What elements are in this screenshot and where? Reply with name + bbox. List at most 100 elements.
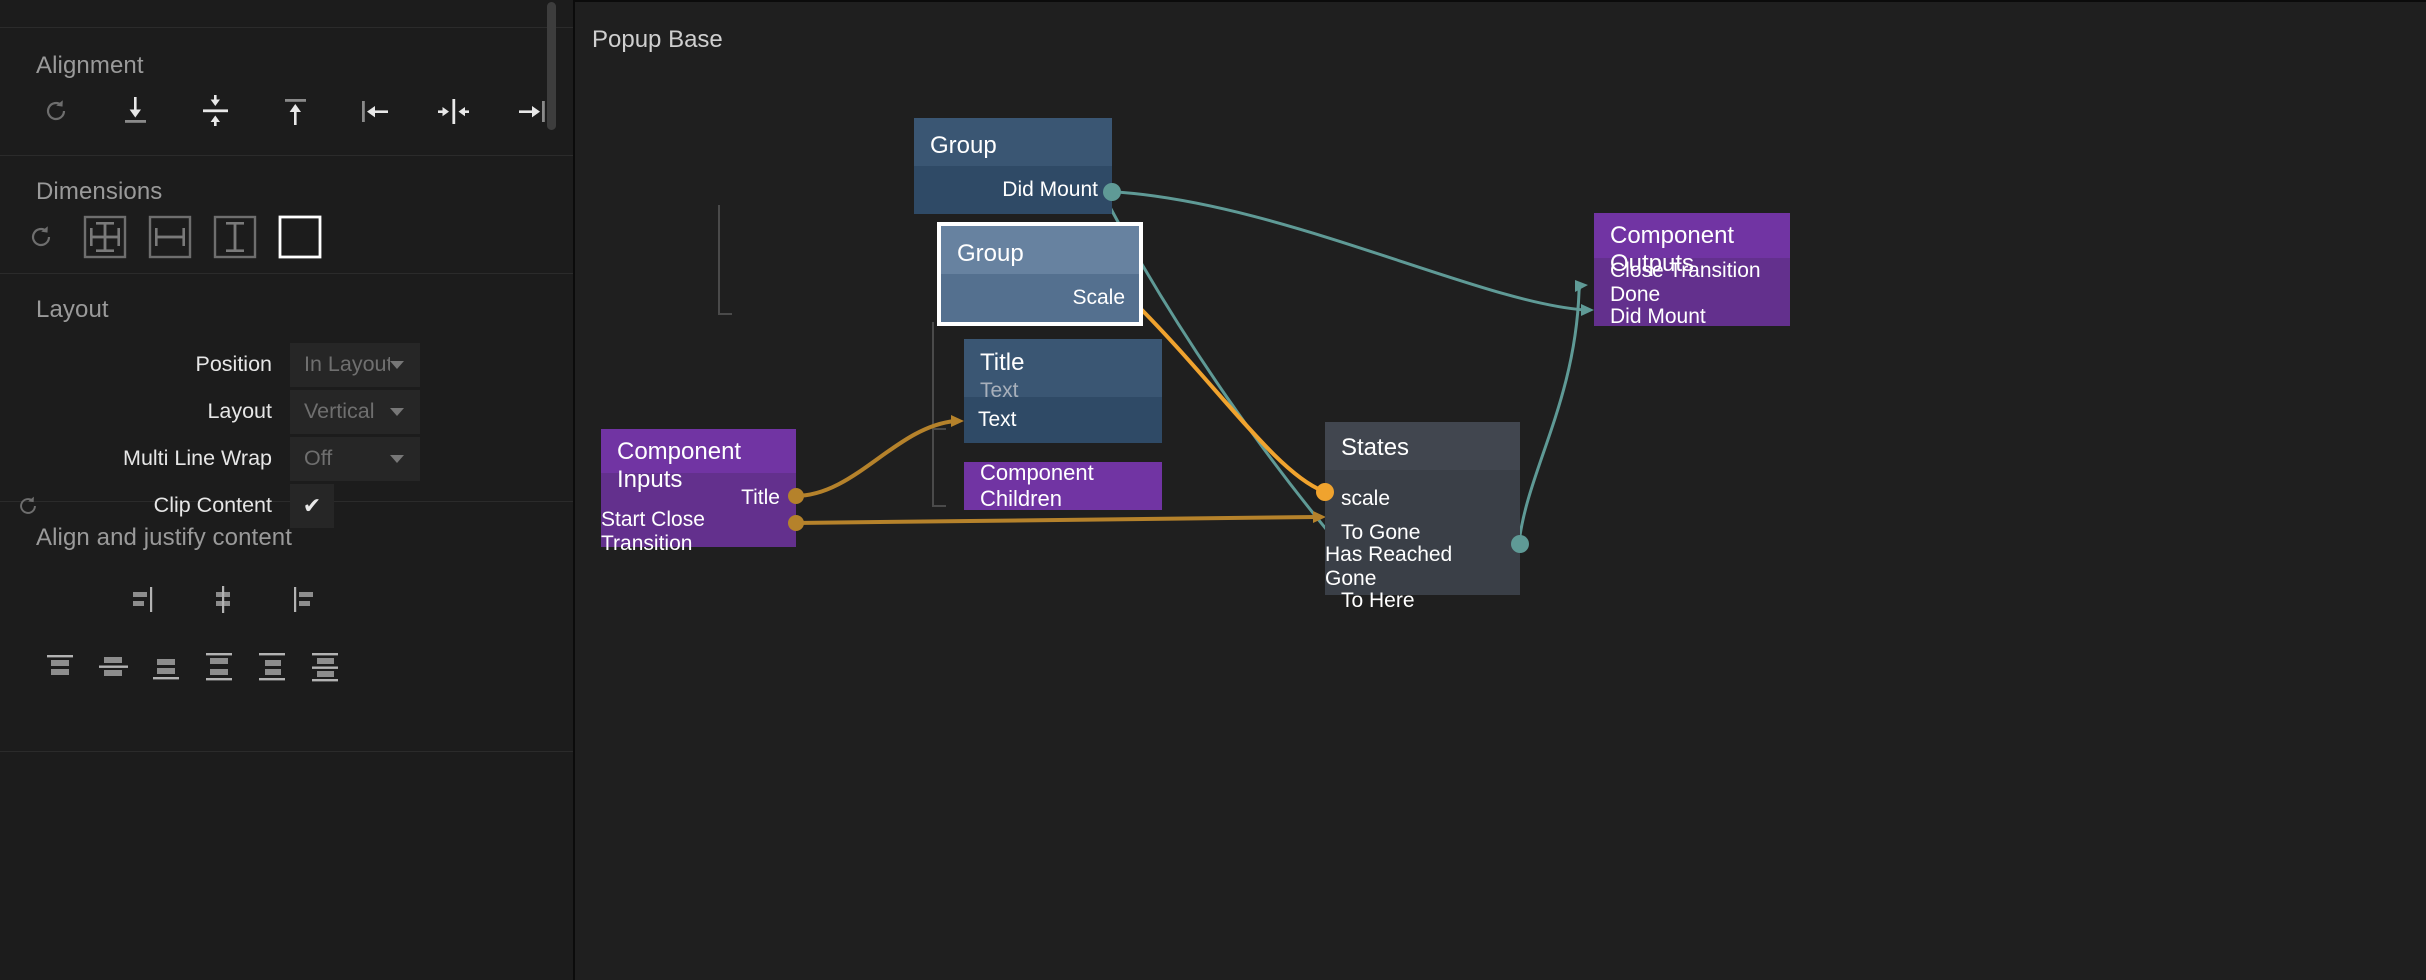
node-title-text-header: Title Text	[964, 339, 1162, 402]
node-title-text-subtitle: Text	[980, 379, 1019, 402]
port-dot-did-mount[interactable]	[1103, 183, 1121, 201]
port-label-to-here: To Here	[1341, 589, 1415, 612]
field-layout: Layout Vertical	[0, 389, 573, 434]
node-states-header: States	[1325, 422, 1520, 470]
port-dot-states-scale[interactable]	[1316, 483, 1334, 501]
port-label-close-transition-done: Close Transition Done	[1610, 259, 1761, 306]
justify-space-between-icon[interactable]	[193, 640, 246, 694]
field-clip-content: Clip Content ✔	[0, 483, 573, 528]
justify-center-icon[interactable]	[87, 640, 140, 694]
edge-didmount-to-outputs	[1099, 189, 1586, 312]
section-title-alignment: Alignment	[36, 52, 144, 79]
justify-end-icon[interactable]	[140, 640, 193, 694]
port-label-states-scale: scale	[1341, 487, 1391, 510]
multi-line-wrap-select[interactable]: Off	[290, 436, 420, 481]
node-states[interactable]: States scale To Gone Has Reached Gone To…	[1316, 422, 1529, 612]
edge-arrow-didmount-outputs	[1581, 304, 1594, 316]
clip-content-checkbox[interactable]: ✔	[290, 483, 334, 528]
align-left-icon[interactable]	[334, 80, 414, 142]
size-both-icon[interactable]	[72, 206, 137, 268]
node-component-children-title: Component Children	[980, 460, 1094, 511]
node-title-text[interactable]	[964, 177, 1162, 291]
chevron-down-icon	[390, 407, 404, 416]
reset-dimensions-icon[interactable]	[10, 206, 72, 268]
content-align-row	[0, 572, 573, 626]
inspector-top-strip	[0, 0, 573, 28]
graph-container: Group Did Mount Group Scale	[575, 2, 2426, 980]
port-dot-inputs-title[interactable]	[788, 488, 804, 504]
node-component-outputs-body: Close Transition Done Did Mount	[1594, 258, 1790, 328]
layout-select[interactable]: Vertical	[290, 389, 420, 434]
port-label-to-gone: To Gone	[1341, 521, 1421, 544]
tree-line-vertical-1	[718, 205, 720, 315]
align-right-icon[interactable]	[493, 80, 573, 142]
port-row-outputs-did-mount: Did Mount	[1594, 300, 1790, 334]
port-label-text: Text	[978, 408, 1017, 431]
layout-value: Vertical	[304, 399, 375, 423]
align-top-icon[interactable]	[255, 80, 335, 142]
node-component-outputs-header: Component Outputs	[1594, 213, 1790, 277]
inspector-scrollbar-track[interactable]	[547, 0, 557, 980]
node-component-inputs[interactable]: Component Inputs Title Start Close Trans…	[601, 429, 804, 555]
node-title-text-title: Title	[980, 349, 1025, 376]
node-group-child-body: Scale	[941, 274, 1139, 322]
port-label-inputs-title: Title	[741, 486, 780, 509]
tree-line-elbow-2	[932, 428, 946, 430]
inspector-panel: Alignment	[0, 0, 573, 980]
size-fixed-icon[interactable]	[267, 206, 332, 268]
port-row-start-close: Start Close Transition	[601, 508, 796, 555]
canvas-title: Popup Base	[592, 26, 723, 53]
port-row-close-transition-done: Close Transition Done	[1594, 259, 1790, 306]
edge-arrow-closedone	[1575, 280, 1588, 292]
dimensions-icon-row	[0, 206, 573, 268]
node-graph-canvas[interactable]: Popup Base	[573, 0, 2426, 980]
field-position: Position In Layout	[0, 342, 573, 387]
align-horizontal-center-icon[interactable]	[414, 80, 494, 142]
port-label-outputs-did-mount: Did Mount	[1610, 305, 1706, 328]
edge-hasreached-to-closedone	[1517, 284, 1583, 544]
node-group-root[interactable]: Group Did Mount	[914, 118, 1121, 214]
position-select[interactable]: In Layout	[290, 342, 420, 387]
node-component-outputs[interactable]: Component Outputs Close Transition Done …	[1594, 213, 1790, 328]
content-align-right-icon[interactable]	[274, 572, 328, 626]
port-dot-has-reached-gone[interactable]	[1511, 535, 1529, 553]
justify-space-around-icon[interactable]	[246, 640, 299, 694]
port-row-to-here: To Here	[1325, 584, 1520, 618]
edge-title-to-text	[794, 419, 956, 498]
field-multi-line-wrap: Multi Line Wrap Off	[0, 436, 573, 481]
section-justify-content: Align and justify content	[0, 502, 573, 752]
inspector-scrollbar-thumb[interactable]	[547, 2, 556, 130]
section-title-justify: Align and justify content	[36, 524, 292, 551]
node-title-text-wrap[interactable]: Title Text Text	[964, 339, 1162, 443]
node-component-inputs-title: Component Inputs	[617, 438, 742, 493]
field-label-position: Position	[195, 352, 273, 376]
node-group-child-header: Group	[941, 226, 1139, 274]
justify-content-row	[0, 640, 573, 694]
node-group-child[interactable]: Group Scale	[937, 222, 1143, 326]
justify-start-icon[interactable]	[34, 640, 87, 694]
size-height-icon[interactable]	[202, 206, 267, 268]
content-align-center-icon[interactable]	[196, 572, 250, 626]
port-dot-start-close[interactable]	[788, 515, 804, 531]
node-states-body: scale To Gone Has Reached Gone To Here	[1325, 470, 1520, 612]
justify-space-evenly-icon[interactable]	[299, 640, 352, 694]
node-component-outputs-title: Component Outputs	[1610, 222, 1735, 277]
node-group-root-body: Did Mount	[914, 166, 1112, 214]
field-label-layout: Layout	[207, 399, 272, 423]
align-vertical-center-icon[interactable]	[175, 80, 255, 142]
reset-clip-content-icon[interactable]	[14, 492, 42, 520]
node-component-children[interactable]: Component Children	[964, 460, 1162, 511]
tree-line-elbow-1	[718, 313, 732, 315]
align-bottom-icon[interactable]	[96, 80, 176, 142]
size-width-icon[interactable]	[137, 206, 202, 268]
reset-alignment-icon[interactable]	[16, 80, 96, 142]
node-title-text-body: Text	[964, 397, 1162, 443]
port-row-title: Title	[601, 481, 796, 515]
tree-line-vertical-2	[932, 322, 934, 507]
edge-startclose-to-togone	[794, 515, 1316, 525]
section-alignment: Alignment	[0, 28, 573, 156]
port-row-has-reached-gone: Has Reached Gone	[1325, 543, 1520, 590]
content-align-left-icon[interactable]	[118, 572, 172, 626]
multi-line-wrap-value: Off	[304, 446, 333, 470]
node-states-title: States	[1341, 434, 1410, 461]
